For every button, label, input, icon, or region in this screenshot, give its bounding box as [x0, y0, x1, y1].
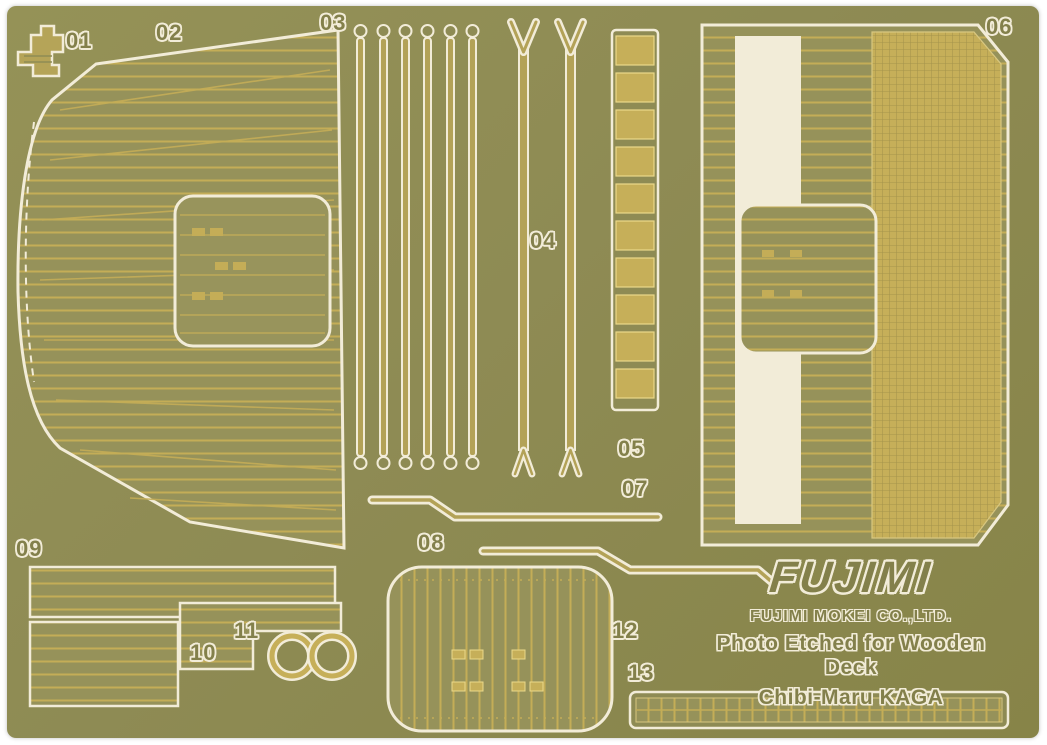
part-08-bent-rod: [478, 546, 777, 587]
part-10-stepped-piece: [178, 601, 343, 671]
part-label-12: 12: [612, 618, 639, 643]
part-13-long-strip: [628, 690, 1010, 730]
part-02-dashed-fold-line: [24, 121, 35, 383]
part-label-13: 13: [628, 660, 655, 685]
product-title: Photo Etched for Wooden Deck: [716, 632, 986, 679]
part-03-rod-strips: [353, 24, 480, 470]
part-07-bent-rod: [367, 495, 663, 522]
brand-block: FUJIMI FUJIMI MOKEI CO.,LTD. Photo Etche…: [688, 553, 1014, 710]
part-06-elevator-details: [762, 250, 802, 297]
part-label-03: 03: [320, 10, 347, 35]
part-label-08: 08: [418, 530, 445, 555]
fujimi-logo: FUJIMI: [767, 553, 935, 602]
product-subtitle: Chibi-Maru KAGA: [758, 686, 944, 709]
part-label-06: 06: [986, 14, 1013, 39]
part-label-04: 04: [530, 228, 557, 253]
part-label-11: 11: [234, 618, 260, 643]
part-label-02: 02: [156, 20, 183, 45]
part-06-main-deck-panel: [700, 23, 1010, 547]
part-06-elevator-piece: [738, 203, 878, 355]
part-12-rounded-platform: [386, 565, 614, 733]
part-01-bracket: [16, 24, 65, 78]
part-label-07: 07: [622, 476, 649, 501]
part-label-09: 09: [16, 536, 43, 561]
part-02-elevator-details: [192, 228, 246, 300]
part-label-01: 01: [66, 28, 93, 53]
part-06-mesh-area: [871, 31, 1002, 539]
part-label-10: 10: [190, 640, 217, 665]
part-05-ladder-strip: [610, 28, 660, 412]
company-name: FUJIMI MOKEI CO.,LTD.: [749, 608, 953, 625]
part-04-davit-strips: [507, 18, 587, 478]
part-02-flight-deck-bow: [16, 28, 346, 550]
part-label-05: 05: [618, 436, 645, 461]
part-11-rings: [267, 631, 357, 681]
part-02-elevator-cutout: [173, 194, 332, 348]
